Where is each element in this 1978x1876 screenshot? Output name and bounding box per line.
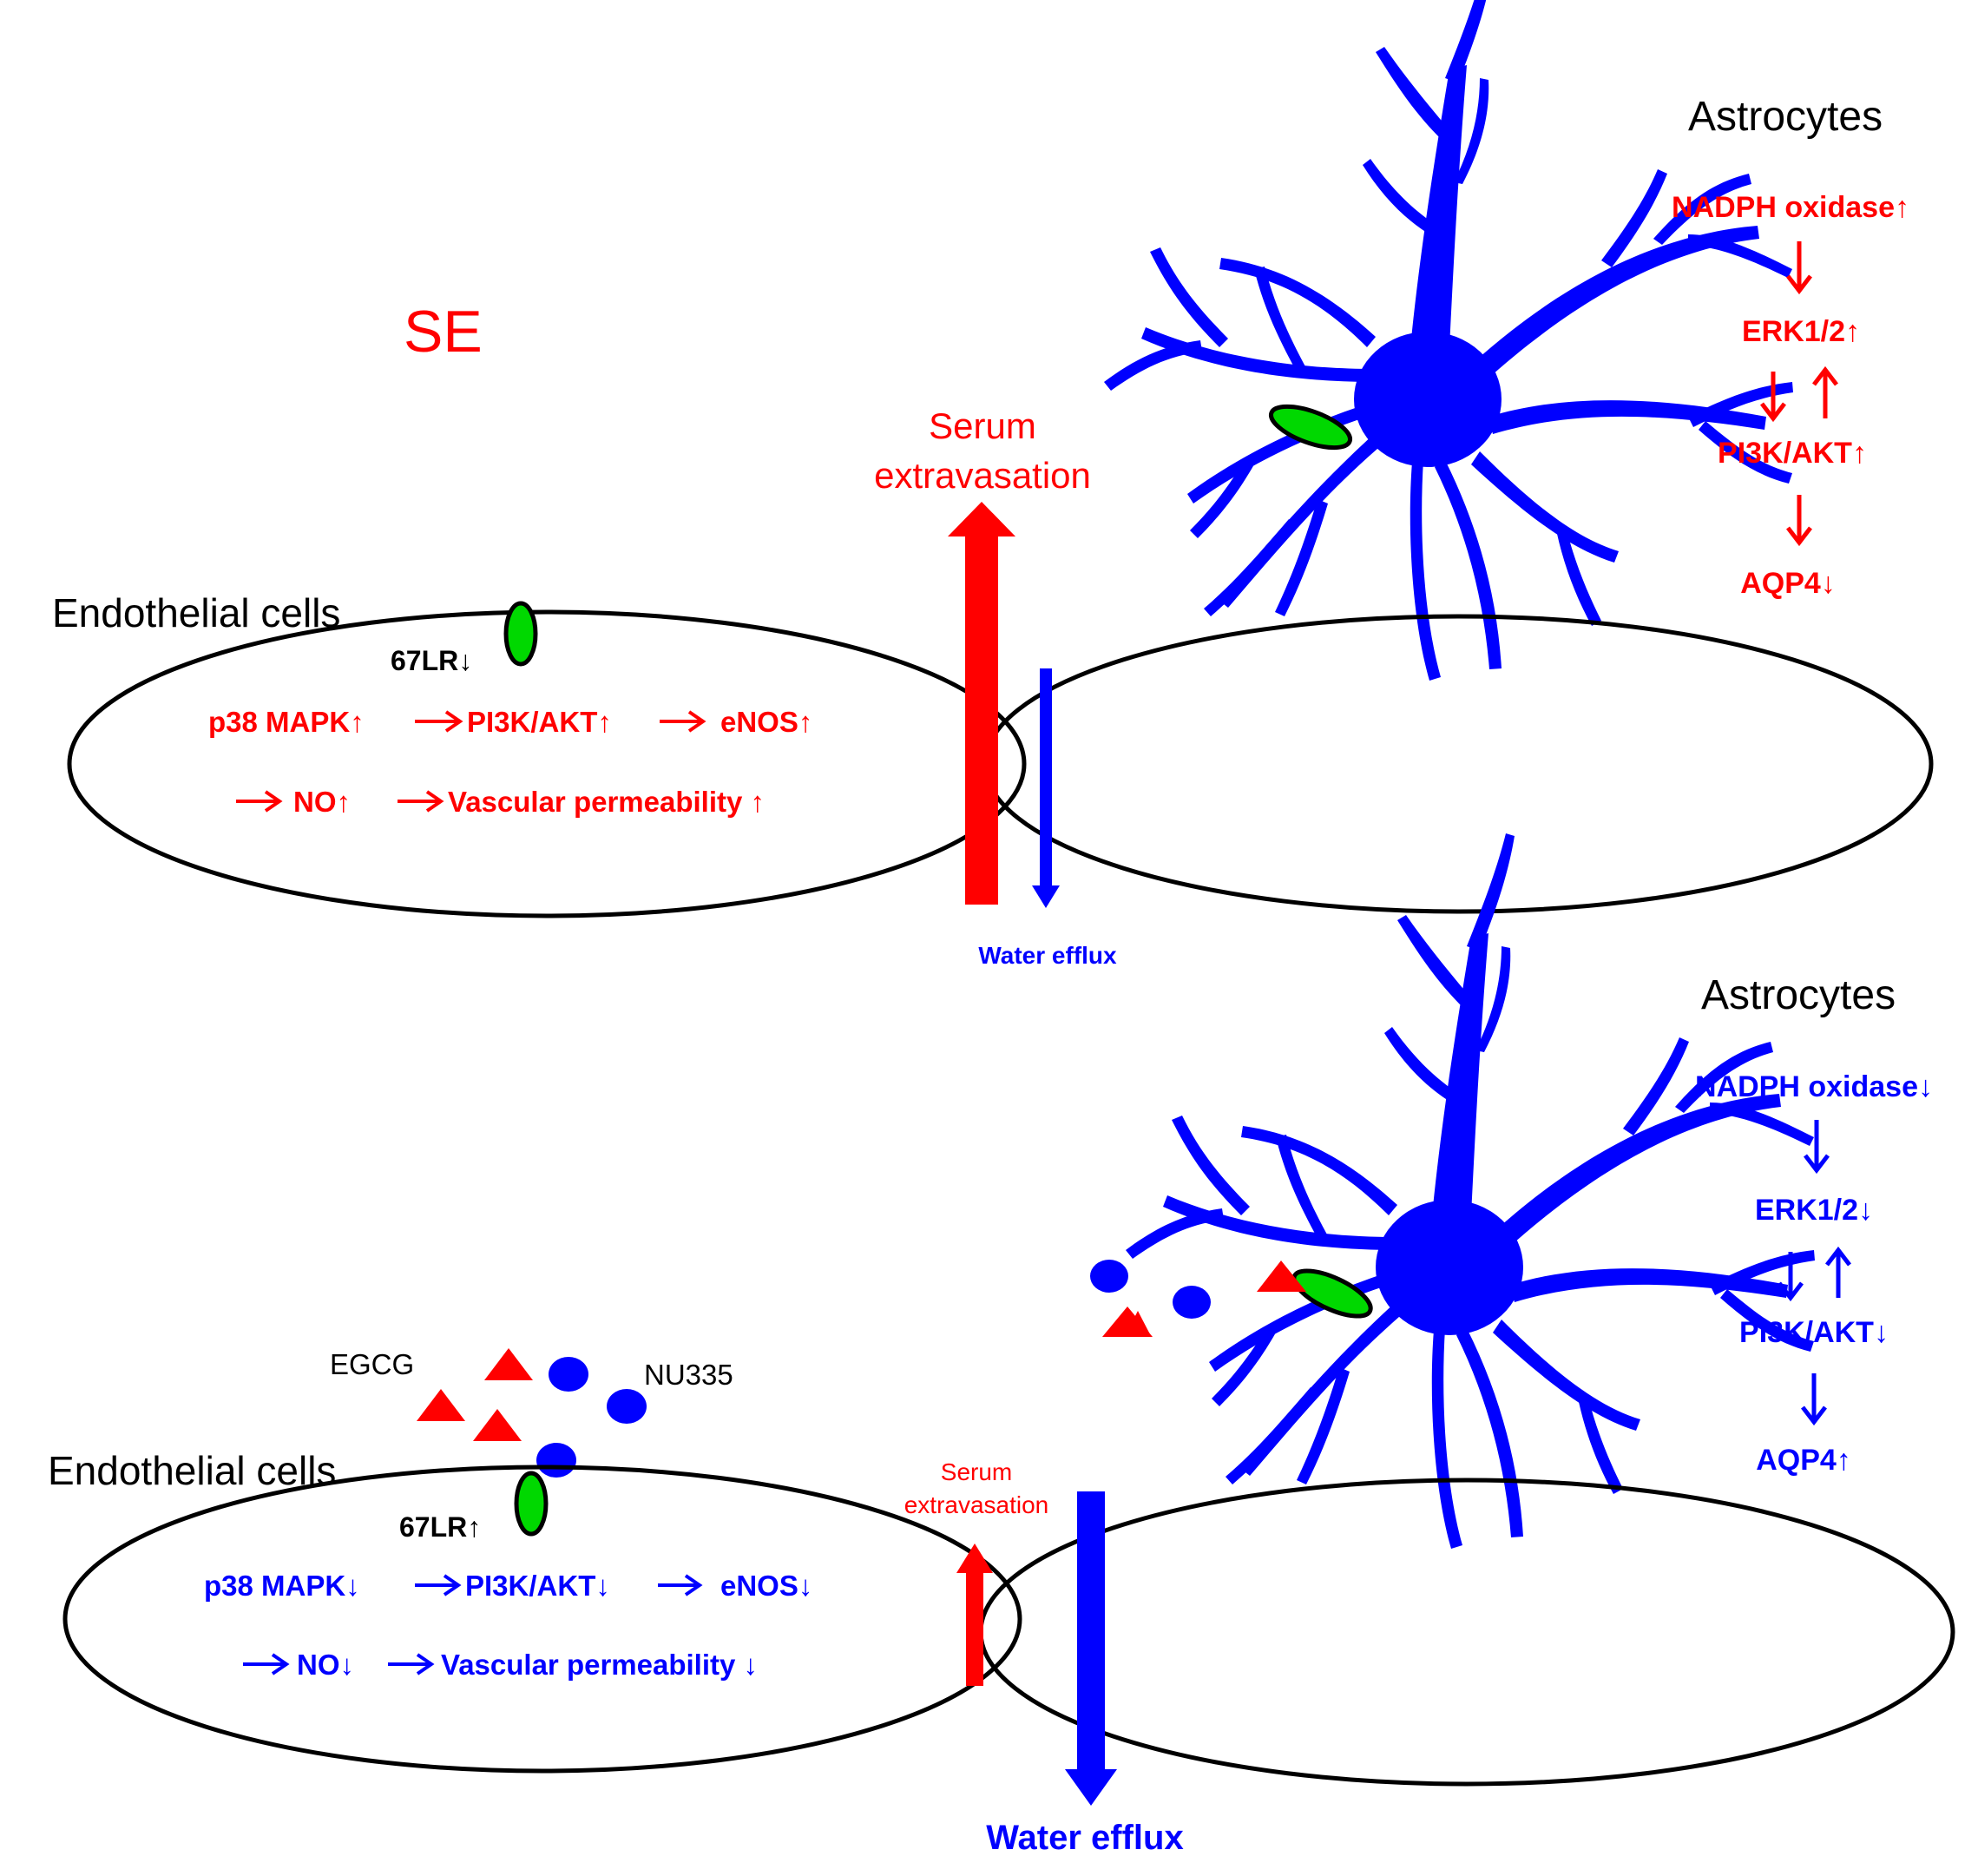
bottom-no: NO↓	[297, 1649, 354, 1681]
bottom-serum-label-2: extravasation	[904, 1491, 1049, 1518]
top-row1-arrow-2	[660, 710, 706, 733]
bottom-astro-aqp4: AQP4↑	[1756, 1444, 1851, 1477]
bottom-astro-arrow-2	[1801, 1373, 1827, 1426]
bottom-row2-arrow-1	[243, 1653, 290, 1675]
nu335-molecule	[549, 1357, 588, 1392]
bottom-67lr-label: 67LR↑	[399, 1511, 481, 1543]
top-row2-arrow-2	[398, 790, 444, 813]
bottom-endothelial-cell-right	[978, 1478, 1955, 1787]
top-astro-aqp4: AQP4↓	[1740, 567, 1836, 600]
top-astro-arrow-down	[1760, 372, 1786, 423]
top-endothelial-label: Endothelial cells	[52, 590, 340, 635]
bottom-row1-arrow-2	[658, 1574, 703, 1596]
nu335-molecule	[1102, 1307, 1153, 1337]
egcg-molecule	[417, 1389, 465, 1421]
top-pi3k-akt: PI3K/AKT↑	[467, 706, 612, 738]
top-endothelial-cell-right	[982, 614, 1934, 914]
nu335-label: NU335	[644, 1359, 733, 1391]
bottom-astro-arrow-1	[1804, 1120, 1830, 1175]
bottom-astro-nadph: NADPH oxidase↓	[1695, 1070, 1933, 1103]
top-astro-arrow-up	[1812, 365, 1838, 418]
top-astro-nadph: NADPH oxidase↑	[1672, 191, 1909, 224]
bottom-astro-pi3k: PI3K/AKT↓	[1739, 1316, 1889, 1349]
bottom-serum-arrow	[956, 1544, 993, 1686]
bottom-serum-label-1: Serum	[941, 1458, 1012, 1485]
top-astro-pi3k: PI3K/AKT↑	[1718, 437, 1867, 470]
bottom-astro-erk: ERK1/2↓	[1755, 1194, 1873, 1227]
top-serum-arrow	[948, 502, 1015, 905]
egcg-molecule	[473, 1409, 522, 1441]
bottom-row1-arrow-1	[415, 1574, 462, 1596]
top-astrocyte-receptor	[1268, 404, 1353, 451]
top-endothelial-cell-left	[67, 609, 1027, 918]
top-row2-arrow-1	[236, 790, 283, 813]
nu335-molecule	[1257, 1261, 1306, 1292]
top-row1-arrow-1	[415, 710, 463, 733]
bottom-endothelial-label: Endothelial cells	[48, 1448, 336, 1493]
bottom-67lr-receptor	[514, 1471, 549, 1537]
bottom-astrocytes-title: Astrocytes	[1701, 972, 1896, 1018]
bottom-astro-arrow-down	[1778, 1252, 1804, 1302]
top-water-arrow	[1032, 668, 1060, 908]
bottom-vascular-permeability: Vascular permeability ↓	[441, 1649, 758, 1681]
bottom-pi3k-akt: PI3K/AKT↓	[465, 1570, 610, 1602]
top-astro-arrow-1	[1786, 241, 1812, 295]
egcg-molecule	[1090, 1260, 1128, 1293]
se-condition-label: SE	[404, 299, 483, 365]
top-astro-arrow-2	[1786, 495, 1812, 547]
bottom-water-label: Water efflux	[986, 1819, 1183, 1857]
top-serum-label-1: Serum	[929, 405, 1036, 446]
nu335-molecule	[607, 1389, 647, 1424]
top-no: NO↑	[293, 786, 351, 818]
bottom-endothelial-cell-left	[62, 1465, 1022, 1774]
egcg-molecule	[1173, 1286, 1211, 1319]
bottom-astrocyte-receptor	[1291, 1268, 1373, 1319]
egcg-label: EGCG	[330, 1348, 414, 1380]
bottom-astro-arrow-up	[1825, 1246, 1851, 1298]
egcg-molecule	[484, 1348, 533, 1380]
bottom-row2-arrow-2	[388, 1653, 435, 1675]
top-67lr-label: 67LR↓	[391, 645, 472, 676]
top-astro-erk: ERK1/2↑	[1742, 315, 1860, 348]
top-p38-mapk: p38 MAPK↑	[208, 706, 365, 738]
top-vascular-permeability: Vascular permeability ↑	[448, 786, 765, 818]
top-water-label: Water efflux	[978, 942, 1117, 969]
nu335-molecule	[536, 1443, 576, 1478]
top-enos: eNOS↑	[720, 706, 812, 738]
bottom-enos: eNOS↓	[720, 1570, 812, 1602]
top-67lr-receptor	[503, 601, 538, 667]
top-serum-label-2: extravasation	[874, 455, 1091, 496]
bottom-astrocyte-cell	[1126, 833, 1815, 1549]
top-astrocytes-title: Astrocytes	[1688, 94, 1883, 140]
bottom-water-arrow	[1065, 1491, 1117, 1806]
bottom-p38-mapk: p38 MAPK↓	[204, 1570, 360, 1602]
